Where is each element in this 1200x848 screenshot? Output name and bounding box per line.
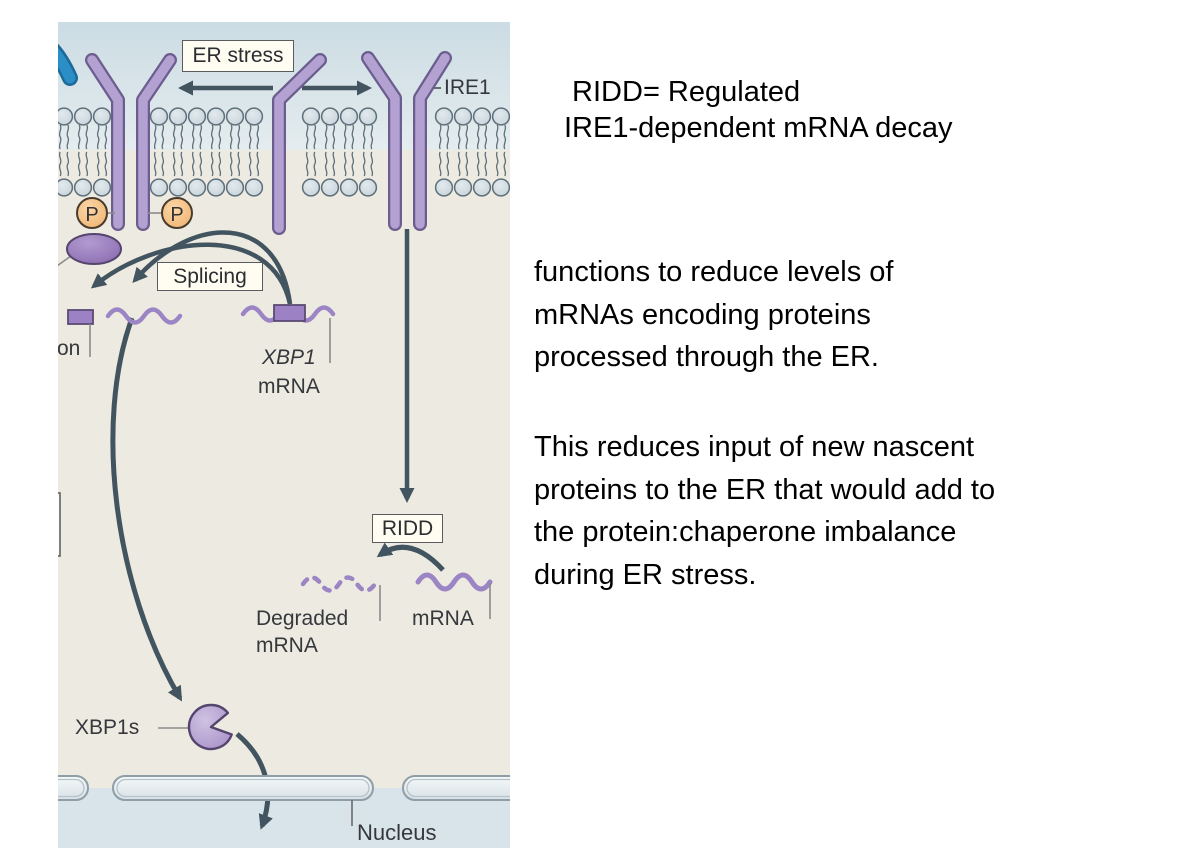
phosphate-badge-right: P — [148, 197, 193, 229]
splice-arrow-to-spliced-mrna — [132, 230, 293, 305]
phosphate-badge-left: P — [76, 197, 115, 229]
splice-arrow-to-intron — [90, 242, 293, 305]
nuclear-membrane-segment — [402, 775, 510, 801]
mrna-label: mRNA — [412, 607, 474, 630]
xbp1-intron-box — [273, 304, 306, 322]
nuclear-membrane-segment — [58, 775, 89, 801]
spliced-mrna-wave — [105, 307, 183, 325]
nuclear-membrane-segment — [112, 775, 374, 801]
cytosol-background — [58, 150, 510, 788]
ridd-consequence-paragraph: This reduces input of new nascent protei… — [534, 431, 996, 591]
intron-label-partial: ron — [58, 337, 81, 360]
xbp1-gene-label: XBP1 — [262, 346, 316, 369]
xbp1-mrna — [240, 304, 336, 363]
er-stress-label-text: ER stress — [192, 44, 284, 67]
ridd-degradation-arrow — [376, 542, 445, 572]
intact-mrna — [415, 572, 493, 619]
blue-protein-edge-fragment-fill — [58, 47, 76, 84]
lipid-bilayer — [58, 107, 510, 197]
ridd-definition: RIDD= Regulated IRE1-dependent mRNA deca… — [564, 76, 953, 144]
xbp1s-protein — [158, 703, 233, 751]
degraded-mrna-fragments — [300, 575, 381, 621]
svg-text:P: P — [85, 204, 98, 226]
diagram-canvas: P P — [58, 22, 510, 848]
ire1-dimer-right — [361, 51, 452, 231]
clipped-label-box-edge — [58, 492, 61, 557]
degraded-mrna-label-line1: Degraded — [256, 607, 349, 630]
er-stress-label: ER stress — [182, 40, 294, 72]
ridd-function-paragraph: functions to reduce levels of mRNAs enco… — [534, 256, 894, 373]
spliced-mrna-to-xbp1s-arrow — [110, 317, 183, 702]
er-stress-diagram: P P — [58, 22, 510, 848]
splicing-label-text: Splicing — [173, 264, 247, 288]
xbp1s-label: XBP1s — [75, 716, 140, 739]
ire1-label: IRE1 — [444, 76, 491, 99]
ridd-label: RIDD — [372, 514, 443, 543]
intron-fragment — [67, 309, 94, 357]
ridd-label-text: RIDD — [381, 516, 434, 540]
xbp1-mrna-word-label: mRNA — [258, 375, 320, 398]
nuclear-envelope — [58, 775, 510, 826]
ire1-kinase-domain — [58, 233, 122, 267]
splicing-label: Splicing — [157, 262, 263, 291]
svg-text:P: P — [170, 204, 183, 226]
ire1-dimer-left — [85, 53, 177, 231]
degraded-mrna-label-line2: mRNA — [256, 634, 318, 657]
nucleus-label: Nucleus — [357, 820, 437, 845]
ire1-monomer — [272, 53, 327, 235]
